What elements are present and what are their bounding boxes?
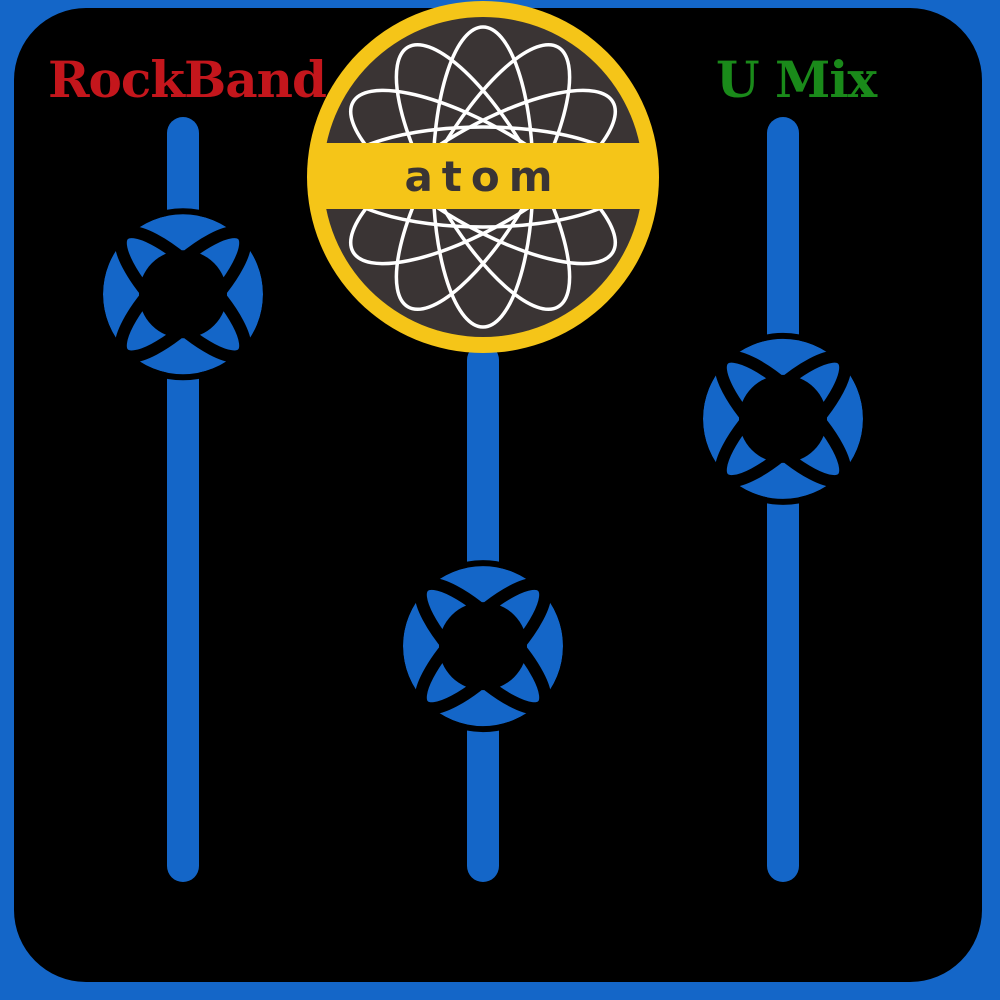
slider-knob-right[interactable] <box>697 332 869 505</box>
logo-text: atom <box>404 152 561 201</box>
slider-knob-center[interactable] <box>397 560 569 733</box>
title-rockband: RockBand <box>48 50 327 109</box>
slider-knob-left[interactable] <box>97 208 269 381</box>
atom-logo: atom <box>307 1 659 353</box>
title-umix: U Mix <box>716 50 877 109</box>
